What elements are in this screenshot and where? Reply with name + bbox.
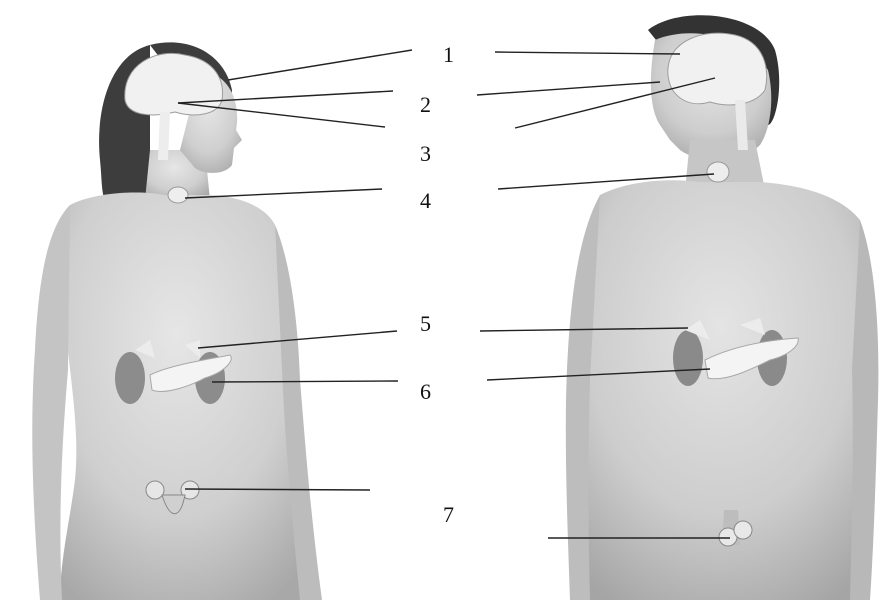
- male-thyroid-icon: [707, 162, 729, 182]
- female-body: [32, 42, 322, 600]
- leader-m-1: [495, 52, 680, 54]
- label-6: 6: [420, 381, 431, 403]
- female-ovary-left-icon: [146, 481, 164, 499]
- male-kidney-left-icon: [673, 330, 703, 386]
- female-left-arm: [32, 205, 70, 600]
- label-3: 3: [420, 143, 431, 165]
- female-kidney-left-icon: [115, 352, 145, 404]
- leader-m-2a: [477, 82, 660, 95]
- label-1: 1: [443, 44, 454, 66]
- label-7: 7: [443, 504, 454, 526]
- male-brain: [668, 33, 767, 105]
- male-testis-right-icon: [734, 521, 752, 539]
- label-5: 5: [420, 313, 431, 335]
- label-4: 4: [420, 190, 431, 212]
- leader-f-1: [228, 50, 412, 80]
- leader-f-4: [185, 189, 382, 198]
- female-brain-stem: [158, 112, 170, 160]
- female-thyroid-icon: [168, 187, 188, 203]
- label-2: 2: [420, 94, 431, 116]
